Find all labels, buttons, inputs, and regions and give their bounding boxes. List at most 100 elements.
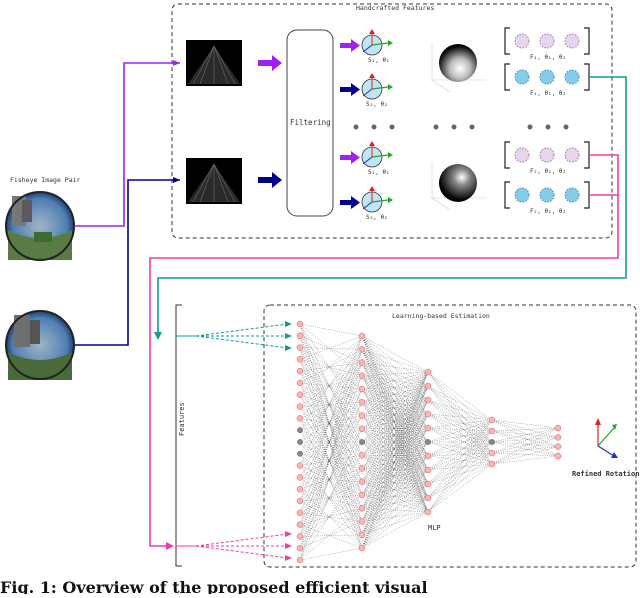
- mlp-edge: [361, 375, 429, 471]
- mlp-edge: [361, 399, 429, 469]
- teal-input-arrows: [176, 323, 289, 349]
- mlp-edge: [361, 349, 429, 443]
- mlp-edge: [361, 371, 429, 469]
- mlp-edge: [299, 418, 363, 509]
- mlp-edge: [299, 371, 363, 522]
- mlp-edge: [361, 427, 429, 549]
- mlp-node: [358, 518, 366, 525]
- mlp-edge: [299, 468, 363, 490]
- mlp-edge: [299, 335, 363, 363]
- mlp-edge: [361, 441, 429, 457]
- mlp-edge: [299, 477, 363, 522]
- mlp-edge: [427, 452, 493, 457]
- navy-connector: [74, 179, 180, 346]
- mlp-edge: [427, 441, 493, 513]
- mlp-edge: [299, 441, 363, 513]
- handcrafted-panel-title: Handcrafted Features: [356, 4, 435, 12]
- mlp-edge: [361, 371, 429, 376]
- mlp-edge: [361, 362, 429, 415]
- mlp-edge: [361, 415, 429, 429]
- mlp-edge: [361, 413, 429, 509]
- mlp-edge: [299, 359, 363, 456]
- purple-connector: [74, 62, 180, 227]
- mlp-edge: [299, 524, 363, 549]
- mlp-edge: [299, 388, 363, 419]
- mlp-edge: [361, 483, 429, 522]
- mlp-edge: [361, 349, 429, 387]
- mlp-edge: [427, 419, 493, 485]
- mlp-edge: [299, 323, 363, 535]
- mlp-edge: [361, 402, 429, 513]
- mlp-edge: [361, 413, 429, 429]
- mlp-edges: [299, 323, 559, 561]
- mlp-edge: [491, 430, 559, 457]
- mlp-edge: [299, 394, 363, 496]
- mlp-edge: [361, 399, 429, 549]
- mlp-edge: [491, 419, 559, 429]
- mlp-edge: [361, 511, 429, 522]
- learning-panel: [263, 304, 637, 568]
- mlp-edge: [299, 335, 363, 502]
- mlp-node: [296, 367, 304, 375]
- mlp-edge: [361, 427, 429, 509]
- mlp-node: [424, 410, 432, 418]
- mlp-edge: [299, 453, 363, 509]
- mlp-edge: [299, 335, 363, 443]
- mlp-edge: [427, 413, 493, 432]
- mlp-edge: [361, 371, 429, 456]
- mlp-edge: [361, 428, 429, 443]
- mlp-edge: [299, 465, 363, 496]
- arrow-s2: [340, 83, 360, 96]
- mlp-edge: [299, 430, 363, 535]
- mlp-node: [296, 344, 304, 351]
- mlp-edge: [361, 441, 429, 471]
- mlp-edge: [299, 349, 363, 454]
- math-label-s3: S₁, θ₁: [368, 169, 390, 176]
- features-bracket: [175, 304, 182, 567]
- mlp-edge: [299, 349, 363, 419]
- mlp-edge: [427, 385, 493, 443]
- mlp-node: [358, 531, 366, 538]
- mlp-edge: [299, 371, 363, 443]
- mlp-edge: [299, 481, 363, 513]
- math-label-f2: F₁, θ₁, θ₂: [530, 90, 567, 97]
- mlp-edge: [299, 418, 363, 469]
- mlp-edge: [299, 441, 363, 478]
- mlp-edge: [427, 463, 493, 499]
- mlp-node: [425, 439, 431, 445]
- mlp-edge: [361, 349, 429, 401]
- mlp-edge: [299, 323, 363, 456]
- mlp-edge: [299, 455, 363, 466]
- mlp-edge: [427, 371, 493, 443]
- mlp-edge: [299, 406, 363, 482]
- mlp-edge: [361, 385, 429, 456]
- mlp-edge: [299, 371, 363, 403]
- mlp-edge: [491, 441, 559, 447]
- mlp-edge: [361, 362, 429, 499]
- mlp-edge: [427, 419, 493, 471]
- mlp-edge: [361, 402, 429, 471]
- mlp-edge: [361, 349, 429, 471]
- input-label: Fisheye Image Pair: [10, 176, 81, 184]
- mlp-edge: [361, 415, 429, 443]
- mlp-edge: [299, 428, 363, 454]
- arrow-to-filtering-1: [258, 55, 282, 71]
- mlp-edge: [361, 349, 429, 373]
- mlp-edge: [427, 419, 493, 513]
- mlp-edge: [299, 335, 363, 482]
- mlp-node: [554, 452, 562, 460]
- mlp-edge: [491, 427, 559, 465]
- mlp-edge: [299, 335, 363, 431]
- mlp-nodes: [296, 320, 562, 564]
- mlp-edge: [299, 494, 363, 537]
- mlp-edge: [299, 430, 363, 496]
- mlp-edge: [361, 413, 429, 416]
- mlp-edge: [361, 335, 429, 443]
- mlp-node: [296, 474, 304, 481]
- mlp-edge: [361, 385, 429, 522]
- mlp-node: [554, 443, 562, 450]
- magenta-connector: [149, 154, 619, 547]
- mlp-edge: [427, 452, 493, 499]
- math-label-f4: F₂, θ₁, θ₂: [530, 208, 567, 215]
